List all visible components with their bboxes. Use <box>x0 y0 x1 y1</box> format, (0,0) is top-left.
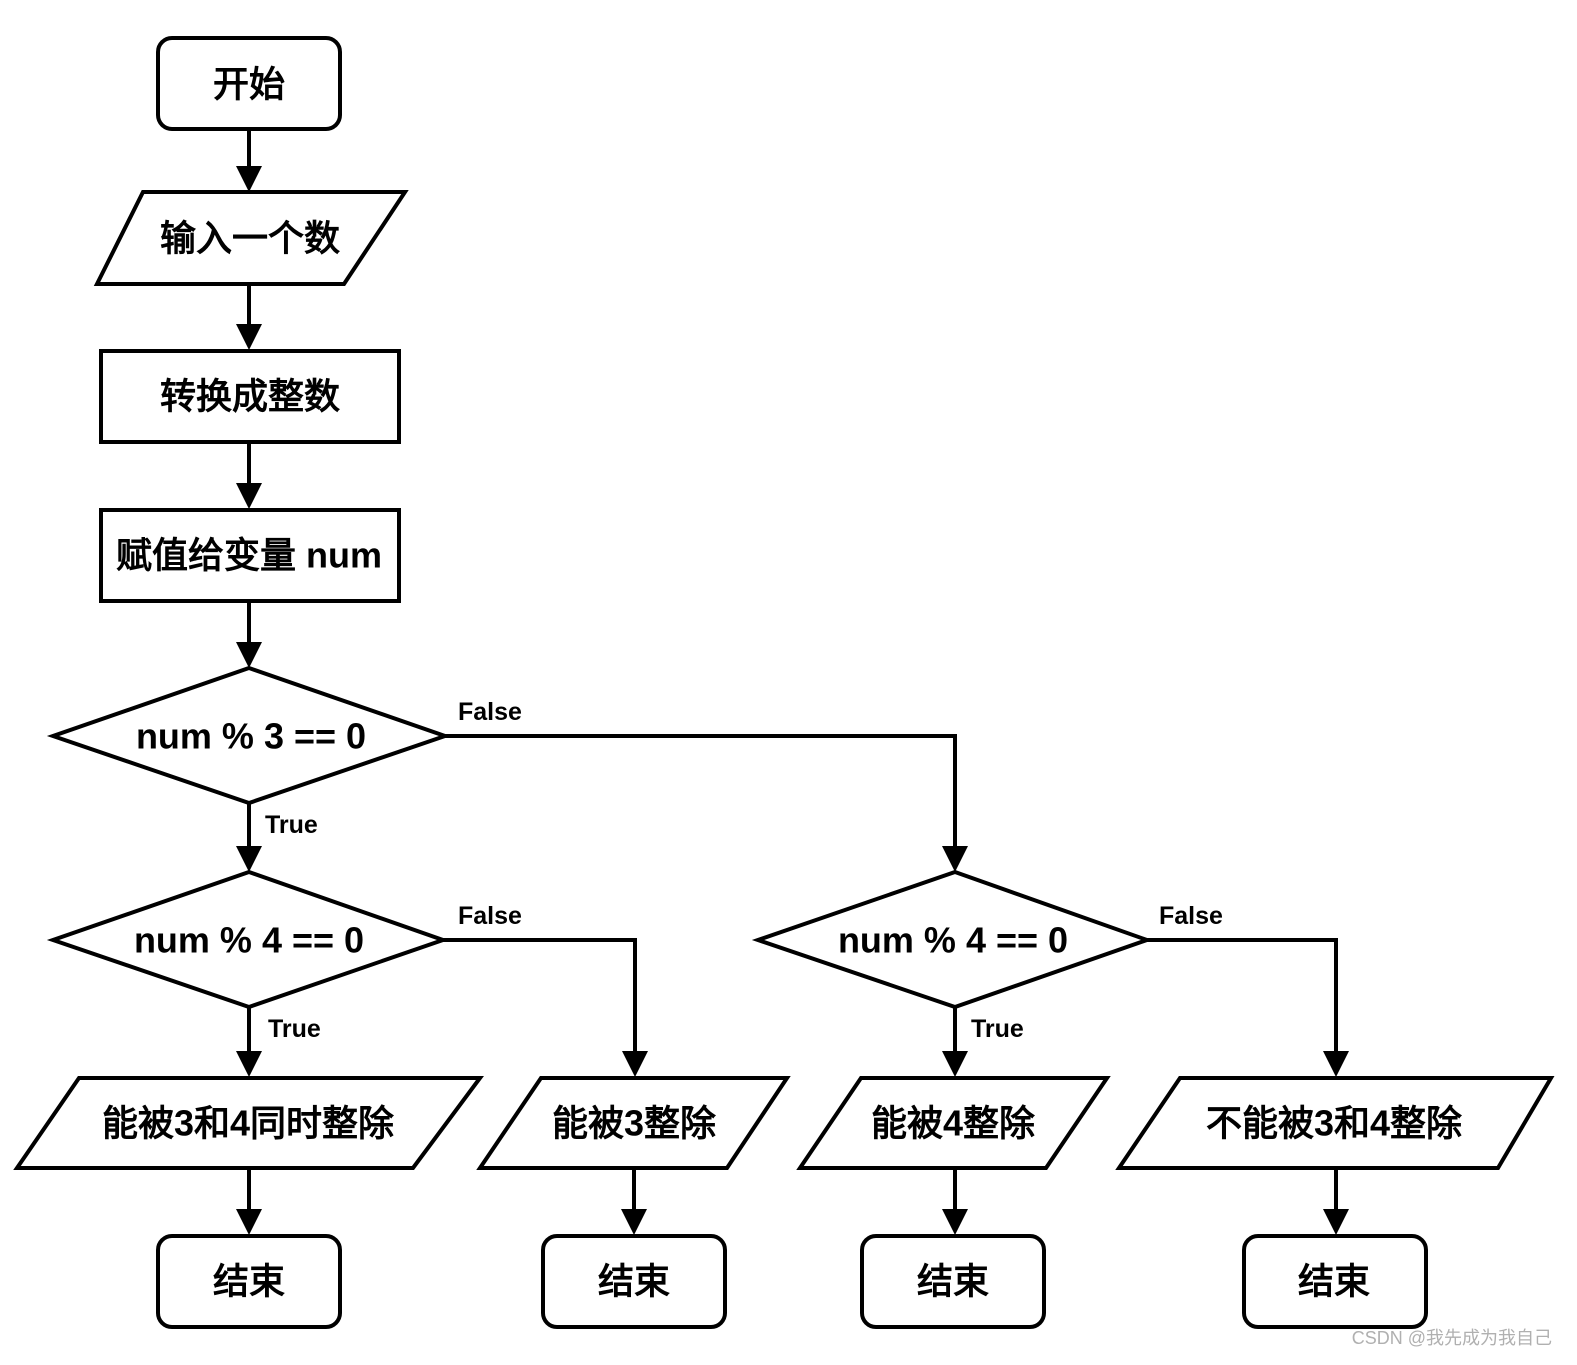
edge-labels: False True False True False True <box>265 698 1223 1043</box>
node-check4-left-label: num % 4 == 0 <box>134 920 364 961</box>
arrowhead <box>236 166 262 192</box>
node-input-label: 输入一个数 <box>160 218 340 259</box>
node-end4-label: 结束 <box>1298 1261 1370 1302</box>
edge-label-check4right-true: True <box>971 1015 1024 1043</box>
node-assign-label: 赋值给变量 num <box>116 535 382 576</box>
node-out-none: 不能被3和4整除 <box>1115 1076 1555 1170</box>
node-convert: 转换成整数 <box>99 349 401 444</box>
edge-check4right-false <box>1147 938 1338 1071</box>
node-check3-label: num % 3 == 0 <box>136 716 366 757</box>
arrowhead <box>236 324 262 350</box>
node-end2-label: 结束 <box>598 1261 670 1302</box>
node-out-none-label: 不能被3和4整除 <box>1206 1103 1463 1144</box>
node-start: 开始 <box>156 36 342 131</box>
node-end2: 结束 <box>541 1234 727 1329</box>
edge-label-check4left-false: False <box>458 902 522 930</box>
node-check4-right: num % 4 == 0 <box>751 869 1154 1010</box>
arrowhead <box>942 1051 968 1077</box>
node-start-label: 开始 <box>213 64 285 105</box>
node-out-both-label: 能被3和4同时整除 <box>102 1103 395 1144</box>
arrowhead <box>1323 1209 1349 1235</box>
edge-check3-false <box>445 734 957 866</box>
node-check3: num % 3 == 0 <box>46 665 452 806</box>
node-out-4-label: 能被4整除 <box>871 1103 1036 1144</box>
node-end3: 结束 <box>860 1234 1046 1329</box>
node-end1-label: 结束 <box>213 1261 285 1302</box>
watermark-text: CSDN @我先成为我自己 <box>1352 1328 1552 1348</box>
arrowhead <box>622 1051 648 1077</box>
edge-label-check4right-false: False <box>1159 902 1223 930</box>
node-end4: 结束 <box>1242 1234 1428 1329</box>
node-convert-label: 转换成整数 <box>160 376 340 417</box>
edges <box>247 130 1338 1229</box>
node-assign: 赋值给变量 num <box>99 508 401 603</box>
arrowheads <box>236 166 1349 1235</box>
arrowhead <box>236 642 262 668</box>
arrowhead <box>942 846 968 872</box>
edge-label-check3-true: True <box>265 811 318 839</box>
node-out-4: 能被4整除 <box>796 1076 1111 1170</box>
arrowhead <box>236 1209 262 1235</box>
node-out-both: 能被3和4同时整除 <box>13 1076 484 1170</box>
node-check4-left: num % 4 == 0 <box>46 869 450 1010</box>
arrowhead <box>236 846 262 872</box>
edge-label-check3-false: False <box>458 698 522 726</box>
arrowhead <box>1323 1051 1349 1077</box>
arrowhead <box>942 1209 968 1235</box>
node-out-3-label: 能被3整除 <box>552 1103 717 1144</box>
node-input: 输入一个数 <box>93 190 409 286</box>
edge-check4left-false <box>443 938 637 1071</box>
node-end1: 结束 <box>156 1234 342 1329</box>
node-out-3: 能被3整除 <box>476 1076 791 1170</box>
arrowhead <box>621 1209 647 1235</box>
arrowhead <box>236 1051 262 1077</box>
edge-label-check4left-true: True <box>268 1015 321 1043</box>
node-check4-right-label: num % 4 == 0 <box>838 920 1068 961</box>
arrowhead <box>236 483 262 509</box>
node-end3-label: 结束 <box>917 1261 989 1302</box>
